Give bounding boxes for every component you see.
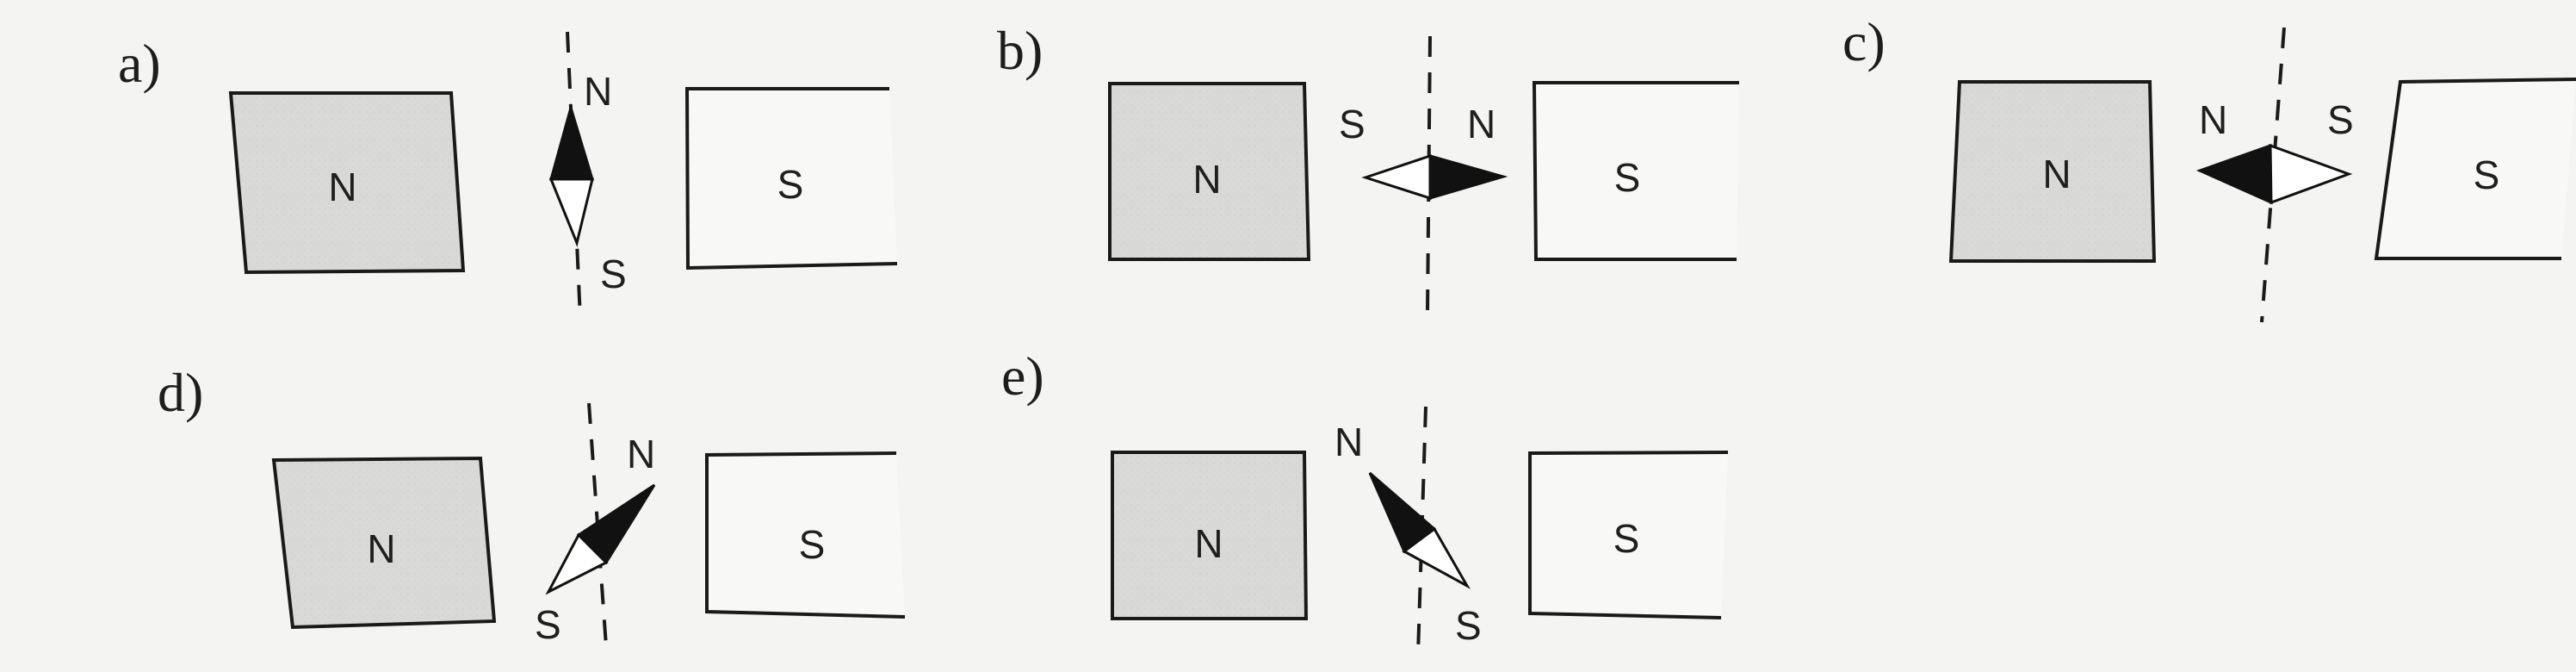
south-magnet-label-e: S	[1613, 516, 1640, 561]
panel-label-a: a)	[118, 33, 161, 94]
needle-label-n-a: N	[584, 69, 612, 114]
needle-south-d	[545, 532, 609, 595]
needle-south-a	[548, 177, 594, 247]
panel-c: c) N S N S	[1842, 11, 2576, 323]
field-line-a	[566, 31, 582, 320]
south-magnet-label-c: S	[2474, 152, 2500, 197]
panel-d: d) N S N S	[158, 362, 906, 647]
south-magnet-c	[2374, 78, 2576, 260]
needle-label-n-d: N	[627, 432, 655, 476]
needle-label-s-e: S	[1455, 603, 1482, 648]
south-magnet-label-d: S	[799, 522, 826, 567]
needle-label-n-b: N	[1467, 102, 1495, 146]
panel-label-c: c)	[1842, 11, 1886, 72]
south-magnet-a	[684, 87, 898, 271]
needle-north-b	[1428, 154, 1508, 201]
north-magnet-label-a: N	[328, 165, 356, 209]
south-magnet-e	[1528, 451, 1729, 619]
needle-north-a	[549, 103, 595, 181]
north-magnet-label-e: N	[1194, 521, 1223, 566]
south-magnet-d	[705, 451, 906, 619]
needle-label-s-a: S	[600, 252, 627, 296]
north-magnet-c	[1948, 80, 2157, 263]
needle-south-b	[1361, 153, 1432, 201]
south-magnet-label-b: S	[1614, 155, 1641, 200]
north-magnet-a	[228, 91, 466, 275]
panel-a: a) N S N S	[118, 31, 898, 320]
needle-label-n-e: N	[1334, 420, 1363, 464]
panel-e: e) N S N S	[1001, 345, 1729, 656]
panel-label-b: b)	[997, 20, 1043, 81]
panel-b: b) N S S N	[997, 20, 1739, 314]
needle-north-c	[2195, 143, 2273, 205]
north-magnet-label-b: N	[1192, 157, 1221, 202]
field-line-b	[1426, 35, 1432, 314]
south-magnet-label-a: S	[777, 162, 804, 207]
north-magnet-label-c: N	[2042, 152, 2071, 196]
needle-south-e	[1402, 526, 1471, 589]
north-magnet-label-d: N	[367, 526, 395, 571]
needle-label-s-d: S	[535, 602, 561, 647]
north-magnet-e	[1111, 451, 1309, 620]
needle-label-n-c: N	[2199, 97, 2227, 142]
panel-label-e: e)	[1001, 345, 1044, 407]
needle-south-c	[2269, 143, 2353, 205]
north-magnet-b	[1108, 82, 1311, 261]
south-magnet-b	[1532, 81, 1739, 261]
needle-label-s-c: S	[2327, 97, 2354, 142]
panel-label-d: d)	[158, 362, 203, 423]
north-magnet-d	[271, 456, 497, 630]
needle-label-s-b: S	[1339, 102, 1365, 146]
